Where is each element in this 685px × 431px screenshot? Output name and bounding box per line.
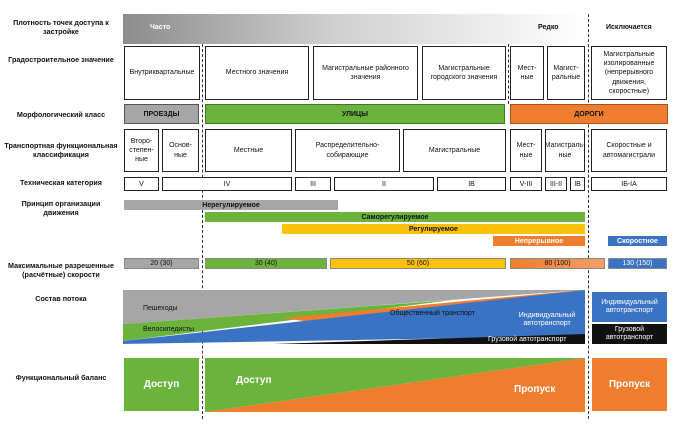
transport-secondary: Второ-степен-ные: [124, 129, 159, 172]
flow-composition-diagram: [123, 290, 585, 344]
tech-cat-6: V-III: [510, 177, 542, 191]
principle-self-regulated: Саморегулируемое: [205, 212, 585, 222]
morph-ulicy: УЛИЦЫ: [205, 104, 505, 124]
separator-ulicy-dorogi: [508, 44, 509, 104]
balance-pass-highway: Пропуск: [592, 358, 667, 411]
label-morph: Морфологический класс: [16, 109, 106, 119]
principle-high-speed: Скоростное: [608, 236, 667, 246]
density-gradient-bar: [123, 14, 585, 44]
transport-arterial: Магистральные: [403, 129, 506, 172]
balance-access-ulicy: Доступ: [236, 375, 272, 386]
morph-dorogi: ДОРОГИ: [510, 104, 668, 124]
urban-road-arterial: Магист-ральные: [547, 46, 585, 100]
tech-cat-1: V: [124, 177, 159, 191]
label-urban: Градостроительное значение: [8, 54, 114, 64]
tech-cat-9: IБ-IA: [591, 177, 667, 191]
transport-local: Местные: [205, 129, 292, 172]
urban-city-arterial: Магистральные городского значения: [422, 46, 506, 100]
separator-dorogi-highway: [588, 14, 589, 419]
speed-road: 80 (100): [510, 258, 605, 269]
label-flow: Состав потока: [35, 293, 87, 303]
transport-main: Основ-ные: [162, 129, 199, 172]
transport-expressway: Скоростные и автомагистрали: [591, 129, 667, 172]
urban-isolated-arterial: Магистральные изолированные (непрерывног…: [591, 46, 667, 100]
urban-intra-block: Внутриквартальные: [124, 46, 200, 100]
label-transport: Транспортная функциональная классификаци…: [4, 141, 118, 159]
balance-diagram: [205, 358, 585, 412]
density-excluded: Исключается: [606, 24, 652, 31]
tech-cat-4: II: [334, 177, 434, 191]
label-balance: Функциональный баланс: [15, 372, 107, 382]
balance-pass-area: [205, 358, 585, 412]
transport-road-local: Мест-ные: [510, 129, 542, 172]
principle-continuous: Непрерывное: [493, 236, 585, 246]
density-rare: Редко: [538, 24, 559, 31]
balance-pass-ulicy: Пропуск: [514, 384, 556, 395]
tech-cat-5: IB: [437, 177, 506, 191]
urban-road-local: Мест-ные: [510, 46, 544, 100]
tech-cat-3: III: [295, 177, 331, 191]
tech-cat-8: IB: [570, 177, 585, 191]
principle-unregulated: Нерегулируемое: [124, 200, 338, 210]
density-often: Часто: [150, 24, 171, 31]
transport-distributor: Распределительно-собирающие: [295, 129, 400, 172]
label-tech: Техническая категория: [20, 177, 102, 187]
separator-proezdy-ulicy: [202, 44, 203, 419]
speed-expressway: 130 (150): [608, 258, 667, 269]
flow-individual-label: Индивидуальный автотранспорт: [518, 312, 576, 328]
flow-cargo-label: Грузовой автотранспорт: [488, 336, 567, 343]
flow-cargo-highway: Грузовой автотранспорт: [592, 324, 667, 344]
speed-arterial: 50 (60): [330, 258, 506, 269]
label-density: Плотность точек доступа к застройке: [13, 18, 109, 36]
flow-pedestrians-area: [123, 290, 585, 324]
tech-cat-2: IV: [162, 177, 292, 191]
label-principle: Принцип организации движения: [21, 199, 101, 217]
speed-local: 30 (40): [205, 258, 327, 269]
transport-road-arterial: Магистраль-ные: [545, 129, 585, 172]
flow-cyclists-label: Велосипедисты: [143, 326, 195, 333]
morph-proezdy: ПРОЕЗДЫ: [124, 104, 199, 124]
speed-proezdy: 20 (30): [124, 258, 199, 269]
flow-individual-highway: Индивидуальный автотранспорт: [592, 292, 667, 322]
tech-cat-7: III-II: [545, 177, 567, 191]
flow-public-label: Общественный транспорт: [390, 310, 475, 317]
flow-cargo-area: [273, 334, 585, 344]
urban-district-arterial: Магистральные районного значения: [313, 46, 418, 100]
label-speed: Максимальные разрешенные (расчётные) ско…: [8, 261, 114, 279]
balance-access-proezdy: Доступ: [124, 358, 199, 411]
flow-individual-area: [123, 290, 585, 344]
principle-regulated: Регулируемое: [282, 224, 585, 234]
flow-pedestrians-label: Пешеходы: [143, 305, 178, 312]
urban-local: Местного значения: [205, 46, 309, 100]
